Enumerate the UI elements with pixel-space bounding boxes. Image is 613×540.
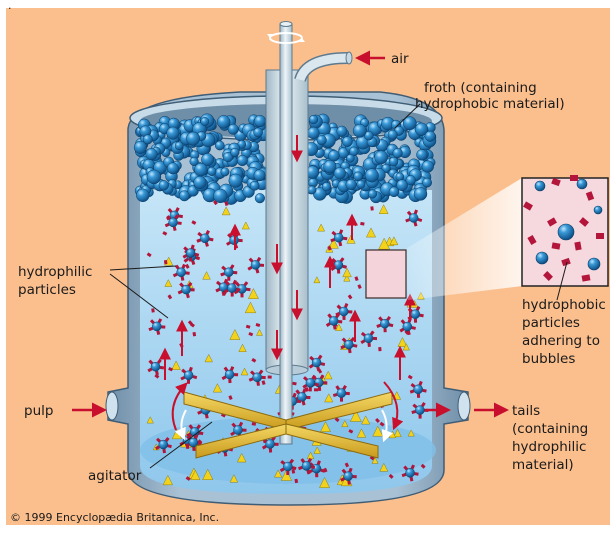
agitator-label: agitator bbox=[88, 468, 142, 484]
froth-bubble bbox=[393, 148, 403, 158]
froth-bubble bbox=[194, 176, 207, 189]
hydrophobic-particle bbox=[151, 308, 155, 312]
hydrophobic-particle bbox=[370, 206, 373, 210]
froth-bubble bbox=[237, 155, 248, 166]
froth-bubble bbox=[167, 163, 178, 174]
hydrophobic-particle bbox=[164, 260, 168, 264]
shaft bbox=[280, 24, 292, 444]
froth-bubble bbox=[229, 174, 243, 188]
froth-bubble bbox=[425, 131, 436, 142]
inset-bubble bbox=[536, 252, 548, 264]
froth-bubble bbox=[422, 161, 434, 173]
froth-bubble bbox=[201, 117, 209, 125]
froth-bubble bbox=[414, 187, 427, 200]
hydrophilic-label-line1: hydrophilic bbox=[18, 264, 92, 280]
froth-bubble bbox=[146, 148, 158, 160]
froth-bubble bbox=[254, 115, 266, 127]
froth-bubble bbox=[423, 178, 432, 187]
froth-label-line1: froth (containing bbox=[424, 80, 537, 96]
froth-bubble bbox=[147, 170, 161, 184]
froth-bubble bbox=[194, 163, 207, 176]
froth-bubble bbox=[342, 137, 352, 147]
froth-bubble bbox=[329, 150, 340, 161]
froth-bubble bbox=[389, 157, 398, 166]
froth-bubble bbox=[337, 126, 347, 136]
hydrophobic-label-line2: particles bbox=[522, 315, 580, 331]
froth-bubble bbox=[143, 135, 152, 144]
froth-bubble bbox=[389, 187, 399, 197]
hydrophobic-particle bbox=[292, 469, 296, 473]
hydrophobic-particle bbox=[268, 376, 272, 379]
froth-bubble bbox=[357, 180, 365, 188]
froth-bubble bbox=[175, 142, 183, 150]
copyright-text: © 1999 Encyclopædia Britannica, Inc. bbox=[10, 511, 219, 524]
inset-bubble bbox=[577, 179, 587, 189]
zoom-source-box bbox=[366, 250, 406, 298]
froth-bubble bbox=[388, 130, 397, 139]
hydrophilic-label-line2: particles bbox=[18, 282, 76, 298]
pulp-inlet-pipe bbox=[106, 392, 118, 420]
inset-bubble bbox=[588, 258, 600, 270]
hydrophobic-label-line4: bubbles bbox=[522, 351, 575, 367]
froth-bubble bbox=[217, 115, 230, 128]
froth-bubble bbox=[167, 127, 180, 140]
froth-bubble bbox=[215, 141, 224, 150]
tails-label-line3: hydrophilic bbox=[512, 439, 586, 455]
hydrophobic-particle bbox=[378, 347, 381, 351]
pulp-label: pulp bbox=[24, 403, 53, 419]
hydrophobic-label-line3: adhering to bbox=[522, 333, 600, 349]
froth-bubble bbox=[309, 115, 318, 124]
froth-bubble bbox=[250, 181, 259, 190]
froth-bubble bbox=[368, 190, 377, 199]
corner-mark: · bbox=[8, 2, 12, 15]
tails-label-line4: material) bbox=[512, 457, 574, 473]
froth-bubble bbox=[354, 172, 363, 181]
inset-hydrophobic-particle bbox=[596, 233, 604, 239]
inset-bubble bbox=[535, 181, 545, 191]
inset-bubble bbox=[594, 206, 602, 214]
froth-bubble bbox=[417, 149, 428, 160]
froth-bubble bbox=[136, 189, 149, 202]
froth-bubble bbox=[375, 151, 388, 164]
tails-label-line2: (containing bbox=[512, 421, 588, 437]
hydrophobic-particle bbox=[314, 388, 318, 391]
froth-bubble bbox=[346, 179, 357, 190]
froth-bubble bbox=[365, 169, 379, 183]
froth-bubble bbox=[334, 167, 346, 179]
tails-outlet-pipe bbox=[458, 392, 470, 420]
froth-bubble bbox=[255, 193, 265, 203]
froth-bubble bbox=[308, 186, 316, 194]
froth-bubble bbox=[346, 154, 354, 162]
froth-bubble bbox=[231, 148, 240, 157]
inset-bubble bbox=[558, 224, 574, 240]
froth-bubble bbox=[254, 128, 263, 137]
froth-label-line2: hydrophobic material) bbox=[415, 96, 565, 112]
froth-bubble bbox=[308, 127, 320, 139]
froth-bubble bbox=[221, 168, 229, 176]
shaft-top bbox=[280, 22, 292, 27]
froth-bubble bbox=[254, 170, 265, 181]
froth-bubble bbox=[186, 132, 199, 145]
hydrophobic-particle bbox=[193, 332, 197, 336]
froth-bubble bbox=[208, 167, 217, 176]
froth-bubble bbox=[159, 180, 169, 190]
air-label: air bbox=[391, 51, 409, 67]
froth-bubble bbox=[353, 124, 366, 137]
froth-bubble bbox=[317, 135, 327, 145]
inset-hydrophobic-particle bbox=[570, 175, 578, 181]
froth-bubble bbox=[322, 182, 331, 191]
froth-bubble bbox=[228, 124, 238, 134]
air-pipe-end bbox=[346, 52, 352, 64]
froth-bubble bbox=[406, 175, 416, 185]
hydrophobic-label-line1: hydrophobic bbox=[522, 297, 606, 313]
tails-label-line1: tails bbox=[512, 403, 540, 419]
